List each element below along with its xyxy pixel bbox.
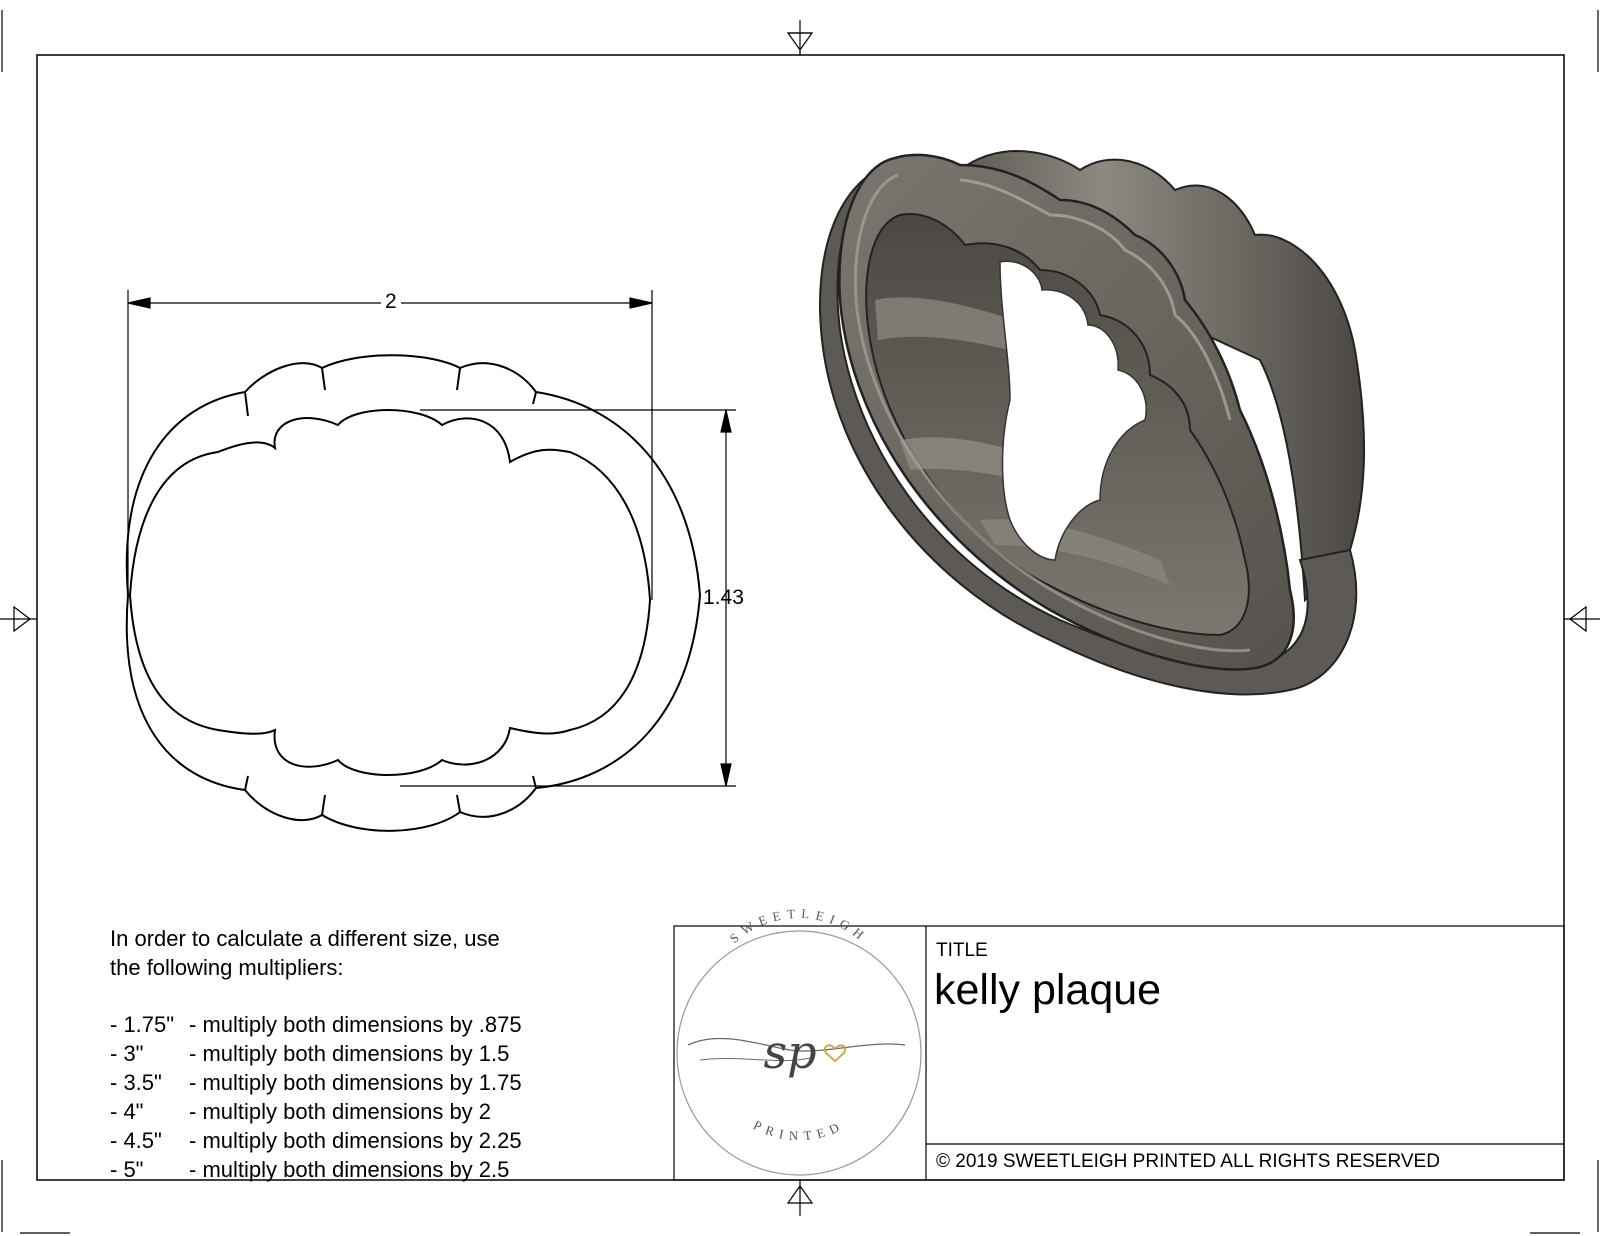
logo-monogram: sp [763,1025,816,1079]
multiplier-row: - 4" - multiply both dimensions by 2 [110,1097,670,1126]
left-center-mark [0,605,37,633]
multiplier-text: - multiply both dimensions by 2 [189,1099,492,1124]
notes-intro: In order to calculate a different size, … [110,924,670,982]
svg-text:PRINTED: PRINTED [751,1117,847,1143]
right-center-mark [1564,605,1600,633]
multiplier-text: - multiply both dimensions by .875 [189,1012,522,1037]
multiplier-row: - 5" - multiply both dimensions by 2.5 [110,1155,670,1184]
multiplier-size: - 3.5" [110,1070,162,1095]
logo-bottom-text: PRINTED [751,1117,841,1143]
multiplier-text: - multiply both dimensions by 1.75 [189,1070,522,1095]
size-multiplier-notes: In order to calculate a different size, … [110,924,670,1184]
notes-intro-line-2: the following multipliers: [110,955,344,980]
multiplier-size: - 3" [110,1041,144,1066]
multiplier-size: - 5" [110,1157,144,1182]
multiplier-row: - 3" - multiply both dimensions by 1.5 [110,1039,670,1068]
isometric-render [818,150,1366,696]
multiplier-row: - 1.75" - multiply both dimensions by .8… [110,1010,670,1039]
height-dimension [400,409,736,787]
heart-icon [824,1044,846,1063]
inner-outline [128,409,652,776]
outer-outline [125,354,702,832]
notes-intro-line-1: In order to calculate a different size, … [110,926,500,951]
bottom-center-mark [786,1180,814,1216]
title-block [673,925,1565,1181]
multiplier-row: - 3.5" - multiply both dimensions by 1.7… [110,1068,670,1097]
multiplier-row: - 4.5" - multiply both dimensions by 2.2… [110,1126,670,1155]
outline-view [125,354,702,832]
multiplier-size: - 4" [110,1099,144,1124]
brand-logo: SWEETLEIGH PRINTED sp [676,906,922,1176]
multiplier-size: - 1.75" [110,1012,175,1037]
centering-marks [0,20,1600,1216]
multiplier-text: - multiply both dimensions by 1.5 [189,1041,510,1066]
width-dimension-label: 2 [381,290,401,314]
multiplier-text: - multiply both dimensions by 2.25 [189,1128,522,1153]
title-label: TITLE [936,940,988,961]
drawing-title: kelly plaque [934,966,1162,1014]
copyright-notice: © 2019 SWEETLEIGH PRINTED ALL RIGHTS RES… [936,1151,1440,1172]
top-center-mark [786,20,814,55]
width-dimension [127,290,653,600]
height-dimension-label: 1.43 [703,586,744,609]
multiplier-text: - multiply both dimensions by 2.5 [189,1157,510,1182]
multiplier-size: - 4.5" [110,1128,162,1153]
